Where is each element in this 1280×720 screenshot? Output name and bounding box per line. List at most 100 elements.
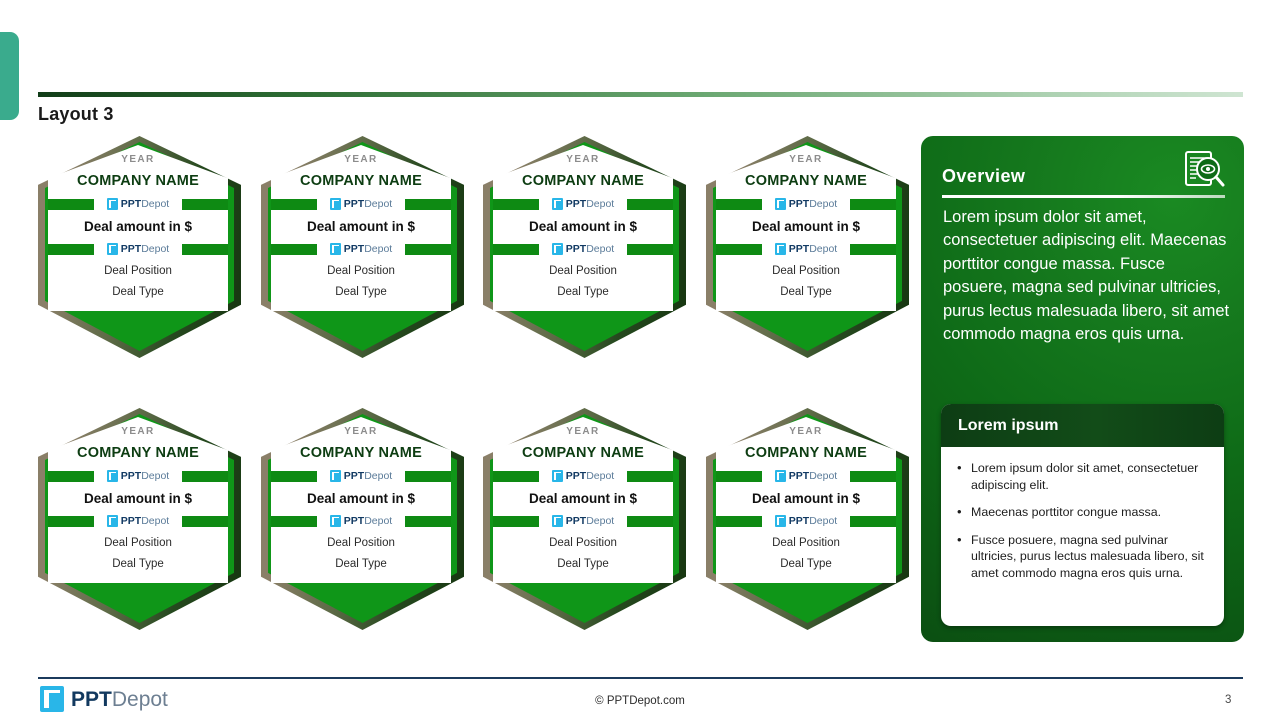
bar-right	[627, 199, 673, 210]
document-search-icon	[1185, 151, 1225, 187]
overview-body-text: Lorem ipsum dolor sit amet, consectetuer…	[943, 208, 1230, 344]
card-logo-row-top: PPTDepot	[493, 196, 673, 212]
card-deal-amount: Deal amount in $	[83, 219, 193, 234]
card-company-name: COMPANY NAME	[300, 445, 422, 461]
bar-right	[627, 516, 673, 527]
pptdepot-inline-logo-top-6: PPTDepot	[329, 469, 393, 482]
bar-left	[48, 244, 94, 255]
pptdepot-logo-icon	[774, 243, 786, 255]
bar-right	[850, 244, 896, 255]
pptdepot-logo-text: PPTDepot	[120, 514, 170, 527]
footer-brand-logo: PPTDepot	[40, 686, 168, 712]
pptdepot-inline-logo-bottom-8: PPTDepot	[774, 515, 837, 527]
subcard-bullet-item: Fusce posuere, magna sed pulvinar ultric…	[955, 531, 1210, 582]
bar-left	[716, 199, 762, 210]
pptdepot-logo-icon	[106, 198, 118, 210]
bar-left	[716, 244, 762, 255]
hexagon-face	[493, 145, 673, 311]
pptdepot-inline-logo-top-1: PPTDepot	[106, 197, 170, 210]
bar-right	[182, 199, 228, 210]
pptdepot-logo-text: PPTDepot	[788, 242, 838, 255]
card-deal-amount: Deal amount in $	[83, 491, 193, 506]
pptdepot-logo-text: PPTDepot	[343, 469, 393, 482]
bar-left	[493, 516, 539, 527]
card-logo-row-bottom: PPTDepot	[493, 513, 673, 529]
card-year: YEAR	[121, 426, 155, 437]
card-year: YEAR	[789, 154, 823, 165]
card-deal-type: Deal Type	[335, 558, 387, 570]
card-deal-type: Deal Type	[112, 558, 164, 570]
pptdepot-logo-icon	[329, 515, 341, 527]
card-company-name: COMPANY NAME	[300, 173, 422, 189]
card-company-name: COMPANY NAME	[77, 445, 199, 461]
subcard-header: Lorem ipsum	[941, 404, 1224, 447]
card-deal-amount: Deal amount in $	[528, 219, 638, 234]
bar-left	[716, 516, 762, 527]
card-deal-position: Deal Position	[104, 265, 172, 277]
pptdepot-logo-text: PPTDepot	[120, 197, 170, 210]
bar-left	[271, 199, 317, 210]
page-number: 3	[1225, 694, 1232, 706]
bar-right	[405, 471, 451, 482]
card-logo-row-bottom: PPTDepot	[716, 241, 896, 257]
bar-left	[48, 471, 94, 482]
pptdepot-logo-text: PPTDepot	[343, 514, 393, 527]
pptdepot-inline-logo-top-8: PPTDepot	[774, 469, 838, 482]
pptdepot-logo-text: PPTDepot	[788, 469, 838, 482]
pptdepot-logo-text: PPTDepot	[565, 469, 615, 482]
bar-left	[716, 471, 762, 482]
card-logo-row-top: PPTDepot	[716, 468, 896, 484]
bar-right	[405, 199, 451, 210]
footer-divider	[38, 677, 1243, 679]
pptdepot-logo-text: PPTDepot	[120, 469, 170, 482]
card-year: YEAR	[344, 154, 378, 165]
header-divider	[38, 92, 1243, 97]
card-logo-row-top: PPTDepot	[493, 468, 673, 484]
card-logo-row-bottom: PPTDepot	[271, 241, 451, 257]
bar-left	[48, 199, 94, 210]
pptdepot-inline-logo-bottom-5: PPTDepot	[106, 514, 170, 527]
hexagon-face	[493, 417, 673, 583]
bar-right	[850, 516, 896, 527]
pptdepot-logo-icon	[774, 515, 786, 527]
pptdepot-inline-logo-bottom-2: PPTDepot	[329, 242, 393, 255]
pptdepot-logo-icon	[106, 470, 118, 482]
bar-right	[627, 471, 673, 482]
hexagon-face	[271, 145, 451, 311]
pptdepot-logo-icon	[551, 515, 563, 527]
hexagon-face	[48, 145, 228, 311]
pptdepot-logo-icon	[551, 243, 563, 255]
pptdepot-logo-text: PPTDepot	[565, 242, 615, 255]
card-logo-row-bottom: PPTDepot	[716, 513, 896, 529]
footer-brand-bold: PPT	[71, 687, 112, 711]
card-logo-row-bottom: PPTDepot	[493, 241, 673, 257]
card-year: YEAR	[566, 426, 600, 437]
card-deal-type: Deal Type	[557, 286, 609, 298]
pptdepot-logo-icon	[329, 243, 341, 255]
card-logo-row-bottom: PPTDepot	[48, 513, 228, 529]
pptdepot-logo-text: PPTDepot	[343, 242, 393, 255]
overview-rule	[942, 195, 1225, 198]
lorem-subcard: Lorem ipsum Lorem ipsum dolor sit amet, …	[941, 404, 1224, 626]
card-logo-row-bottom: PPTDepot	[271, 513, 451, 529]
pptdepot-logo-icon	[40, 686, 64, 712]
card-year: YEAR	[789, 426, 823, 437]
overview-title: Overview	[942, 166, 1026, 186]
pptdepot-inline-logo-bottom-7: PPTDepot	[551, 515, 614, 527]
pptdepot-inline-logo-bottom-6: PPTDepot	[329, 514, 393, 527]
pptdepot-logo-icon	[551, 198, 563, 210]
bar-right	[627, 244, 673, 255]
pptdepot-logo-icon	[774, 198, 786, 210]
copyright-text: © PPTDepot.com	[595, 695, 685, 707]
